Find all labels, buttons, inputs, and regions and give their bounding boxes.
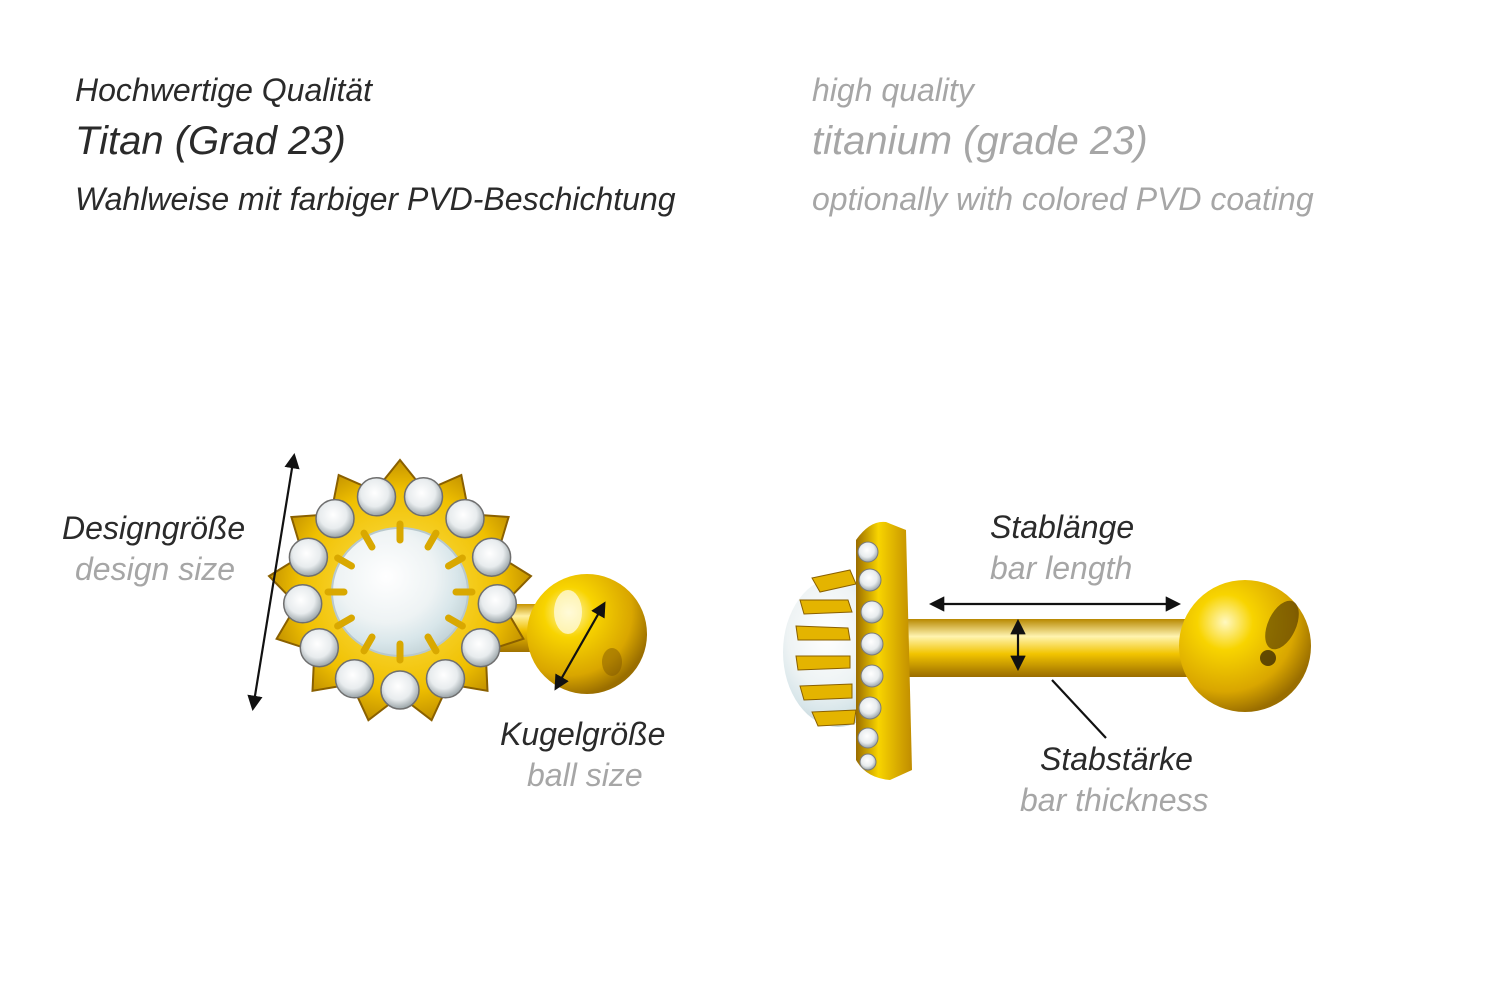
design-size-label-de: Designgröße	[62, 510, 246, 546]
opal-prong	[445, 554, 466, 570]
zirconia-gem	[425, 659, 466, 699]
side-ball	[1179, 580, 1311, 712]
opal-prong	[424, 633, 440, 655]
design-size-label-en: design size	[75, 551, 236, 587]
opal-prong	[424, 529, 440, 551]
bar-length-label-de: Stablänge	[990, 509, 1135, 545]
zirconia-gem	[282, 584, 323, 624]
header-german-quality: Hochwertige Qualität	[75, 72, 373, 108]
zirconia-gem	[380, 670, 420, 710]
bar-thickness-pointer	[1051, 679, 1107, 739]
zirconia-gem	[334, 659, 375, 699]
opal-prong	[360, 633, 376, 655]
zirconia-gem	[477, 584, 518, 624]
ball-size-label-de: Kugelgröße	[500, 716, 666, 752]
zirconia-gem	[445, 498, 485, 539]
zirconia-gem	[299, 627, 340, 668]
side-view-earring	[783, 521, 1311, 780]
front-view-earring	[267, 458, 647, 722]
ball-size-label-en: ball size	[527, 757, 643, 793]
header-english-coating: optionally with colored PVD coating	[812, 181, 1314, 217]
zirconia-gem	[315, 498, 355, 539]
opal-prong	[334, 614, 355, 630]
zirconia-gem	[471, 537, 512, 577]
front-flower-setting	[267, 458, 533, 722]
opal-prong	[334, 554, 355, 570]
center-opal	[331, 527, 469, 657]
opal-prong	[445, 614, 466, 630]
header-english-material: titanium (grade 23)	[812, 119, 1148, 163]
bar-thickness-label-en: bar thickness	[1020, 782, 1209, 818]
zirconia-gem	[288, 537, 329, 577]
zirconia-gem	[460, 627, 501, 668]
zirconia-gem	[356, 477, 397, 517]
header-german-coating: Wahlweise mit farbiger PVD-Beschichtung	[75, 181, 676, 217]
side-bar	[900, 619, 1190, 677]
header-german-material: Titan (Grad 23)	[75, 119, 346, 163]
bar-length-label-en: bar length	[990, 550, 1133, 586]
header-english-quality: high quality	[812, 72, 974, 108]
zirconia-gem	[403, 477, 444, 517]
opal-prong	[360, 529, 376, 551]
bar-thickness-label-de: Stabstärke	[1040, 741, 1193, 777]
ball-size-arrow	[554, 601, 606, 691]
design-size-arrow	[247, 452, 300, 712]
